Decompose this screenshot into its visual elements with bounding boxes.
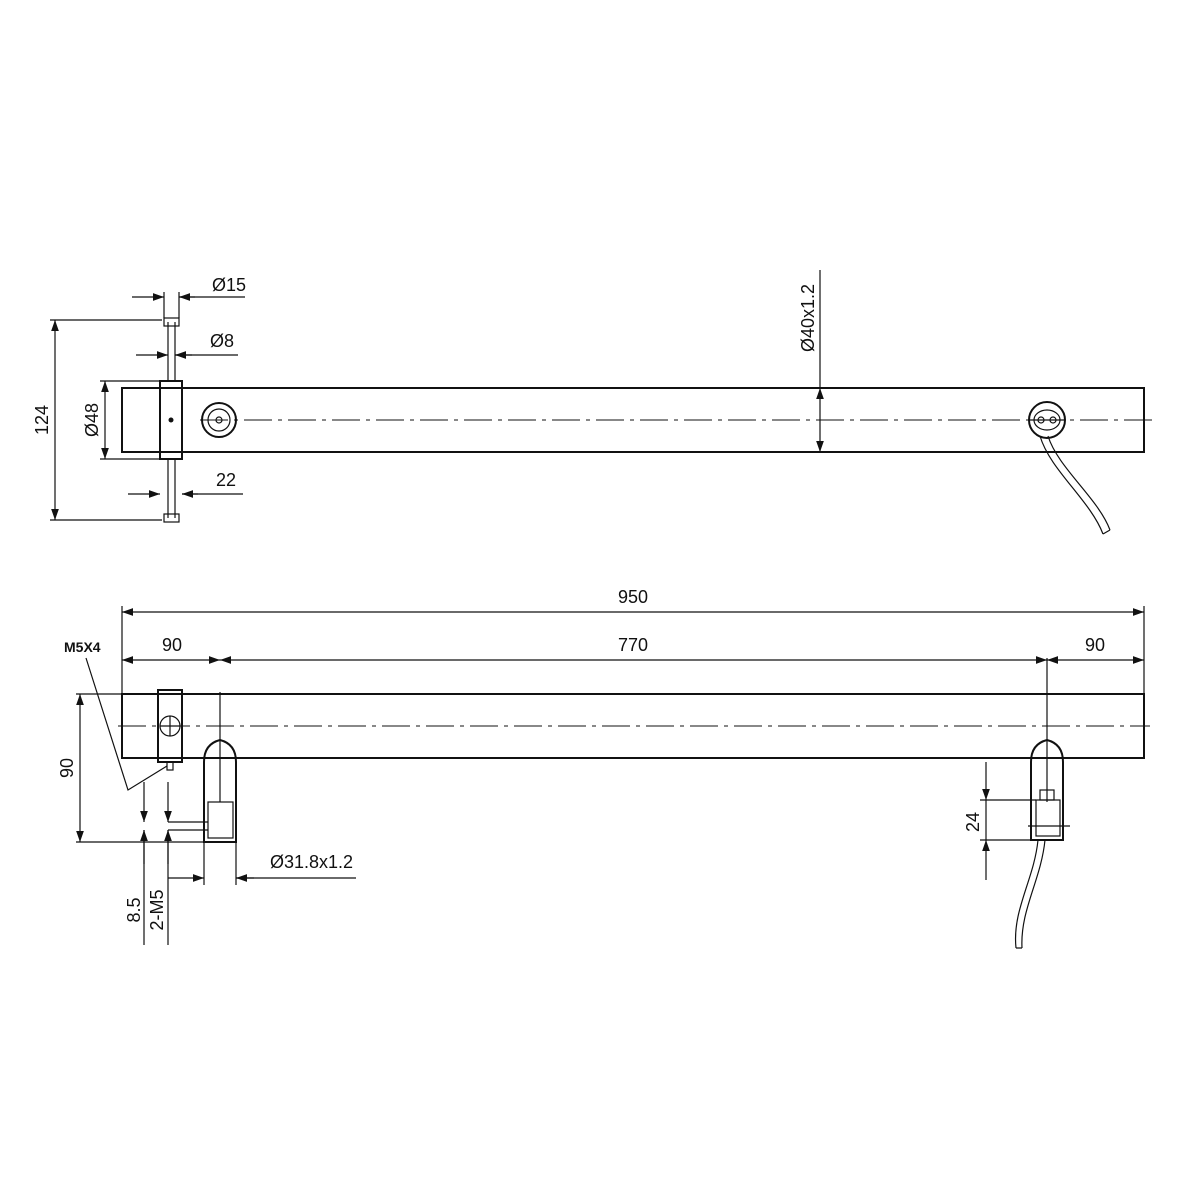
top-end-block — [159, 380, 183, 460]
dim-right-90: 90 — [1085, 635, 1105, 655]
dim-d15: Ø15 — [212, 275, 246, 295]
dim-h90: 90 — [57, 758, 77, 778]
dim-m5x4: M5X4 — [64, 639, 101, 655]
dim-d8: Ø8 — [210, 331, 234, 351]
dim-950: 950 — [618, 587, 648, 607]
dim-124: 124 — [32, 405, 52, 435]
side-cable — [1014, 839, 1046, 949]
dim-2-m5: 2-M5 — [147, 889, 167, 930]
top-cable — [1039, 435, 1111, 535]
dim-770: 770 — [618, 635, 648, 655]
top-view: 124 Ø48 Ø15 Ø8 22 Ø40x1.2 — [32, 270, 1152, 535]
dim-22: 22 — [216, 470, 236, 490]
side-view: 950 90 770 90 M5X4 90 8.5 2-M5 Ø31.8x1.2 — [57, 587, 1150, 949]
dim-24: 24 — [963, 812, 983, 832]
top-rod-cap — [163, 317, 180, 327]
side-fitting-icon — [159, 715, 181, 737]
dim-8-5: 8.5 — [124, 897, 144, 922]
right-fitting-icon — [1028, 401, 1066, 439]
left-fitting-icon — [201, 402, 237, 438]
dim-d48: Ø48 — [82, 403, 102, 437]
dim-leg-tube: Ø31.8x1.2 — [270, 852, 353, 872]
dim-tube: Ø40x1.2 — [798, 284, 818, 352]
dim-left-90: 90 — [162, 635, 182, 655]
bottom-rod-cap — [163, 513, 180, 523]
